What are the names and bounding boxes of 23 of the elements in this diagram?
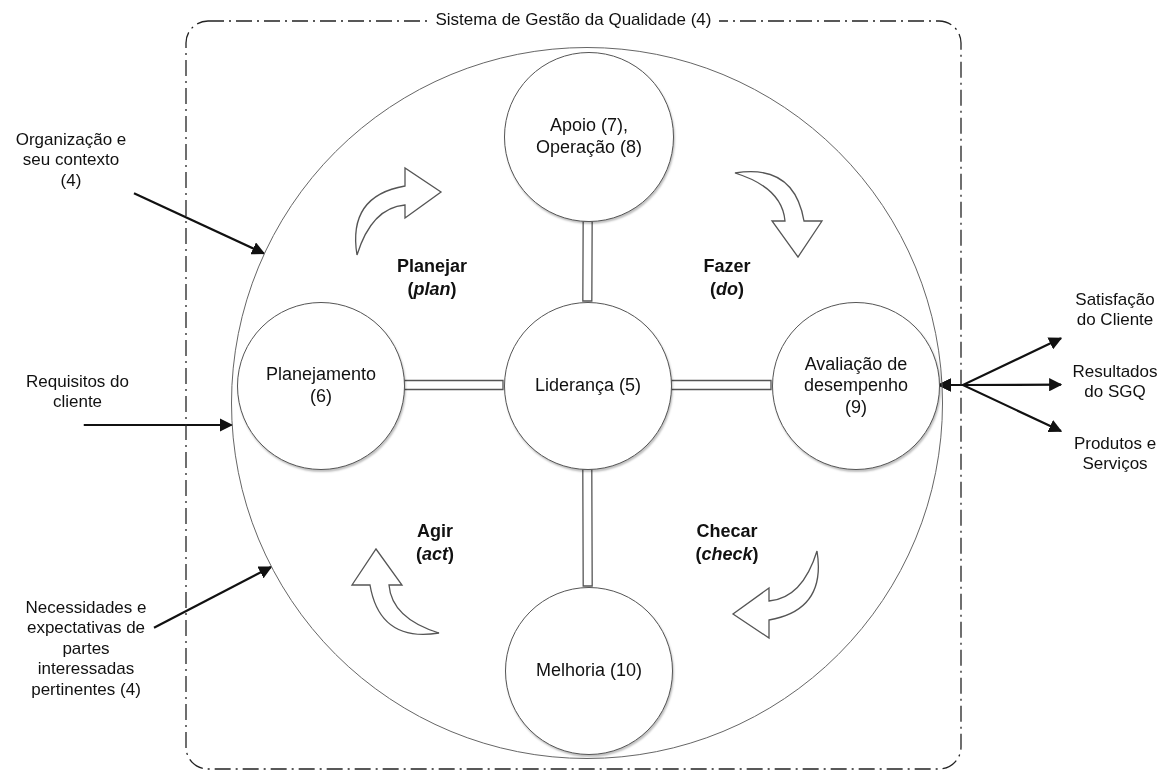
arrow [153, 566, 273, 629]
arrow [83, 418, 233, 432]
process-circle: Avaliação de desempenho (9) [772, 302, 940, 470]
input-output-text: Produtos e Serviços [1065, 434, 1165, 479]
process-circle: Planejamento (6) [237, 302, 405, 470]
cycle-phase-label: Checar (check) [694, 520, 760, 565]
cycle-phase-label: Planejar (plan) [395, 255, 468, 300]
process-circle: Melhoria (10) [505, 587, 673, 755]
connector-bar [670, 379, 772, 391]
input-output-text: Necessidades e expectativas de partes interessadas pertinentes (4) [22, 598, 150, 728]
input-output-text: Satisfação do Cliente [1065, 290, 1165, 335]
input-output-text: Resultados do SGQ [1065, 362, 1165, 407]
arrow [133, 192, 266, 255]
connector-bar [582, 468, 593, 587]
arrow [937, 378, 1063, 433]
input-output-text: Requisitos do cliente [15, 372, 140, 417]
cycle-phase-label: Fazer (do) [702, 255, 752, 300]
cycle-phase-label: Agir (act) [415, 520, 455, 565]
connector-bar [582, 220, 593, 302]
process-circle: Liderança (5) [504, 302, 672, 470]
input-output-text: Organização e seu contexto (4) [12, 130, 130, 198]
process-circle: Apoio (7), Operação (8) [504, 52, 674, 222]
connector-bar [403, 379, 504, 391]
